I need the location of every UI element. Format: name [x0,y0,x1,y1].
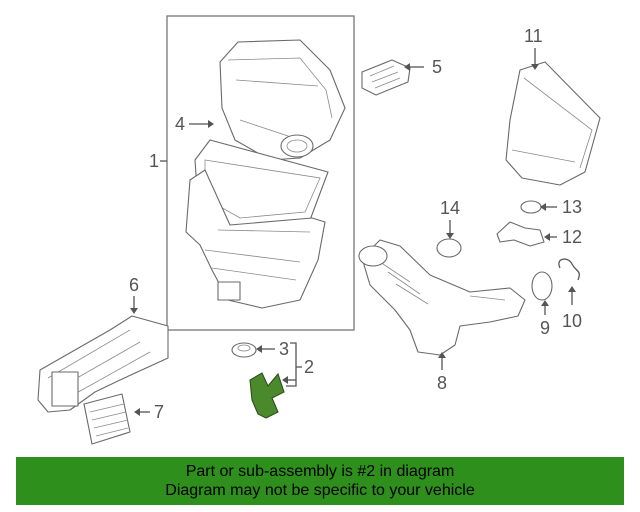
intake-hose [358,239,526,356]
callout-3: 3 [279,339,289,359]
callout-11: 11 [524,26,543,46]
banner-line-2: Diagram may not be specific to your vehi… [165,482,475,499]
housing-cover [219,39,346,161]
housing-lower [185,169,326,309]
highlighted-part-2 [249,372,285,419]
notice-banner: Part or sub-assembly is #2 in diagram Di… [16,457,624,505]
callout-13: 13 [562,197,582,217]
callout-10: 10 [562,311,582,331]
mass-air-flow-sensor [361,59,411,96]
grommet [520,200,542,214]
mount-grommet [231,342,257,358]
callout-9: 9 [540,318,550,338]
bracket [496,221,545,247]
assembly-frame [166,15,355,331]
callout-7: 7 [154,402,164,422]
hose-clamp [436,238,462,258]
callout-4: 4 [175,114,185,134]
callout-5: 5 [432,57,442,77]
callout-14: 14 [440,198,460,218]
intake-duct-cover [505,61,601,186]
banner-line-1: Part or sub-assembly is #2 in diagram [185,463,455,480]
seal-ring [531,271,553,301]
intake-grille [83,393,131,445]
callout-12: 12 [562,227,582,247]
air-intake-duct [37,315,169,413]
spring-clip [558,258,580,281]
callout-1: 1 [149,151,159,171]
callout-6: 6 [129,275,139,295]
parts-diagram: 1 4 5 11 13 12 14 8 9 [37,15,601,445]
callout-8: 8 [437,373,447,393]
callout-2: 2 [304,357,314,377]
